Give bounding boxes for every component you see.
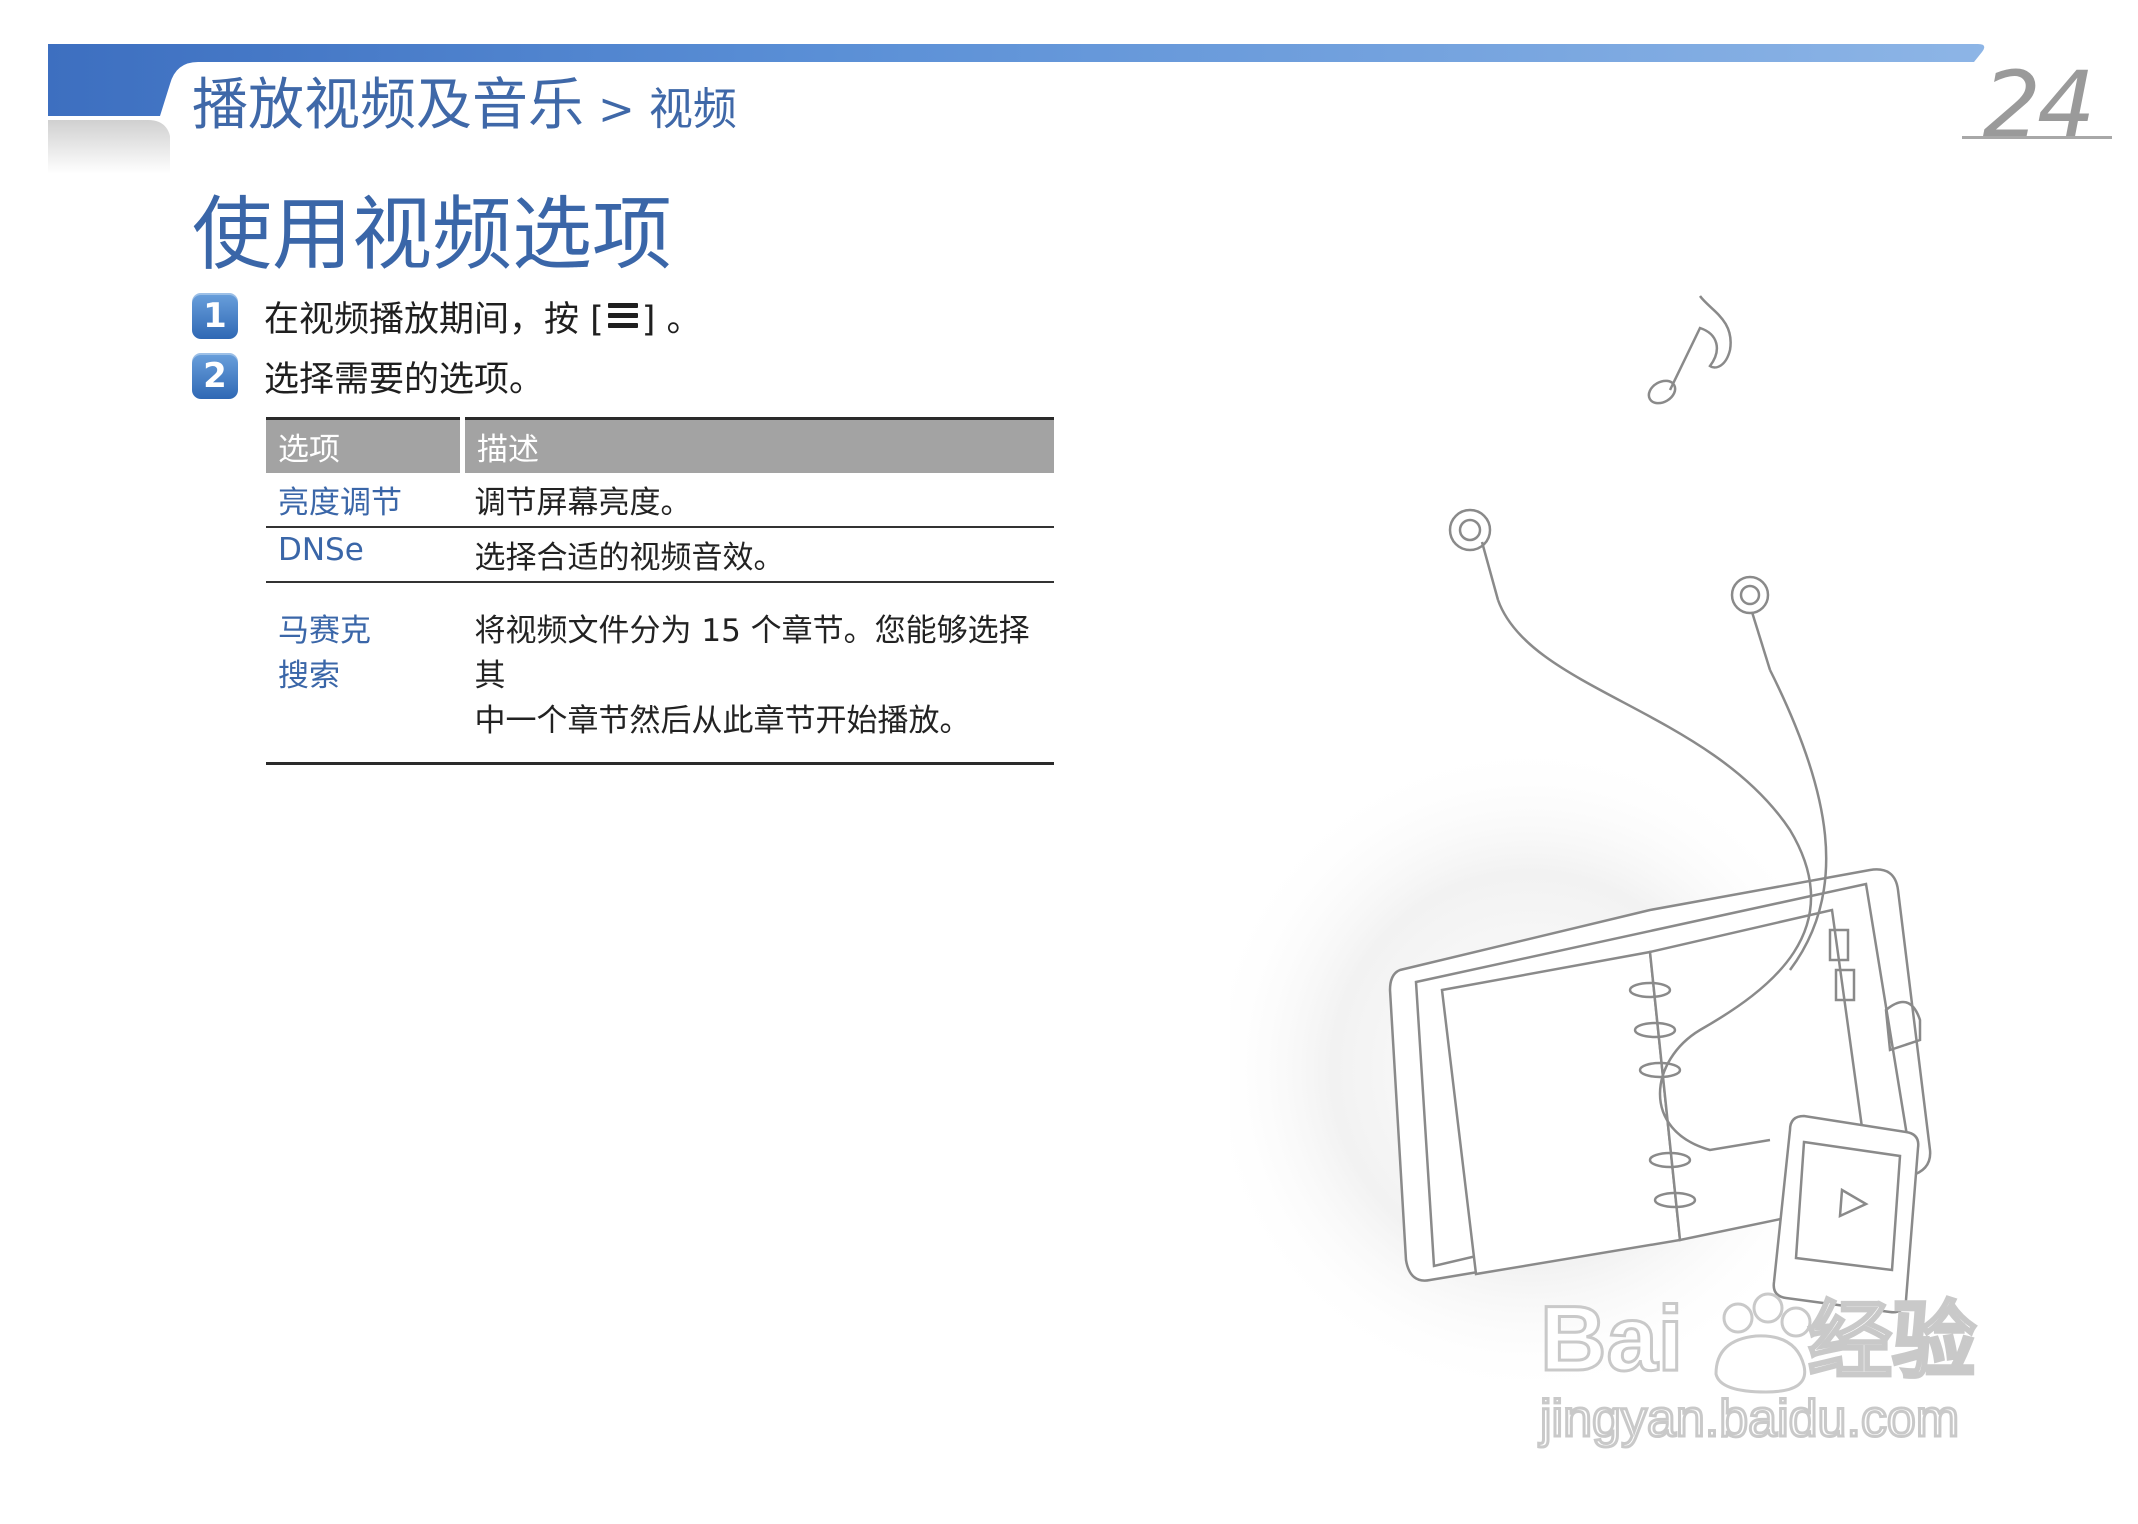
step-text-after: ] 。 — [641, 299, 702, 340]
page-title: 使用视频选项 — [192, 188, 672, 281]
step-number-badge: 1 — [192, 293, 238, 339]
header-band — [48, 44, 1985, 174]
table-row: 亮度调节 调节屏幕亮度。 — [266, 473, 1054, 528]
watermark-brand: Bai — [1540, 1288, 1683, 1390]
step-text-before: 在视频播放期间，按 [ — [264, 299, 604, 340]
option-name: 马赛克 搜索 — [266, 582, 463, 765]
option-name: DNSe — [266, 527, 463, 583]
breadcrumb: 播放视频及音乐 > 视频 — [192, 60, 737, 141]
option-name-line: 搜索 — [278, 658, 340, 694]
watermark-brand-cn: 经验 — [1808, 1294, 1976, 1388]
option-description: 调节屏幕亮度。 — [462, 473, 1054, 528]
option-description: 将视频文件分为 15 个章节。您能够选择其 中一个章节然后从此章节开始播放。 — [462, 582, 1054, 765]
organizer-illustration — [1230, 295, 1932, 1380]
music-note-icon — [1647, 295, 1732, 405]
table-row: DNSe 选择合适的视频音效。 — [266, 527, 1054, 583]
breadcrumb-subsection: 视频 — [648, 84, 737, 135]
option-name: 亮度调节 — [266, 473, 463, 528]
page-number-rule — [1962, 136, 2112, 139]
breadcrumb-section: 播放视频及音乐 — [192, 73, 584, 138]
watermark-url: jingyan.baidu.com — [1538, 1390, 1959, 1448]
media-player — [1772, 1114, 1920, 1314]
table-header-row: 选项 描述 — [266, 417, 1054, 473]
step-number-badge: 2 — [192, 353, 238, 399]
menu-icon — [607, 303, 638, 329]
table-row: 马赛克 搜索 将视频文件分为 15 个章节。您能够选择其 中一个章节然后从此章节… — [266, 582, 1054, 765]
options-table: 选项 描述 亮度调节 调节屏幕亮度。 DNSe 选择合适的视频音效。 马赛克 搜… — [266, 417, 1054, 765]
description-line: 将视频文件分为 15 个章节。您能够选择其 — [474, 613, 1030, 694]
step-2: 2 选择需要的选项。 — [192, 350, 544, 402]
step-text: 选择需要的选项。 — [264, 359, 545, 400]
page-number: 24 — [1982, 52, 2095, 159]
step-text: 在视频播放期间，按 [ ] 。 — [264, 291, 702, 342]
option-name-line: 马赛克 — [278, 613, 371, 649]
option-description: 选择合适的视频音效。 — [462, 527, 1054, 583]
play-icon — [1838, 1187, 1869, 1219]
column-header-description: 描述 — [462, 417, 1054, 473]
column-header-option: 选项 — [266, 417, 465, 473]
baidu-jingyan-watermark: Bai 经验 jingyan.baidu.com — [1537, 1287, 1978, 1450]
step-1: 1 在视频播放期间，按 [ ] 。 — [192, 290, 702, 342]
breadcrumb-separator: > — [598, 84, 635, 135]
description-line: 中一个章节然后从此章节开始播放。 — [474, 703, 971, 739]
